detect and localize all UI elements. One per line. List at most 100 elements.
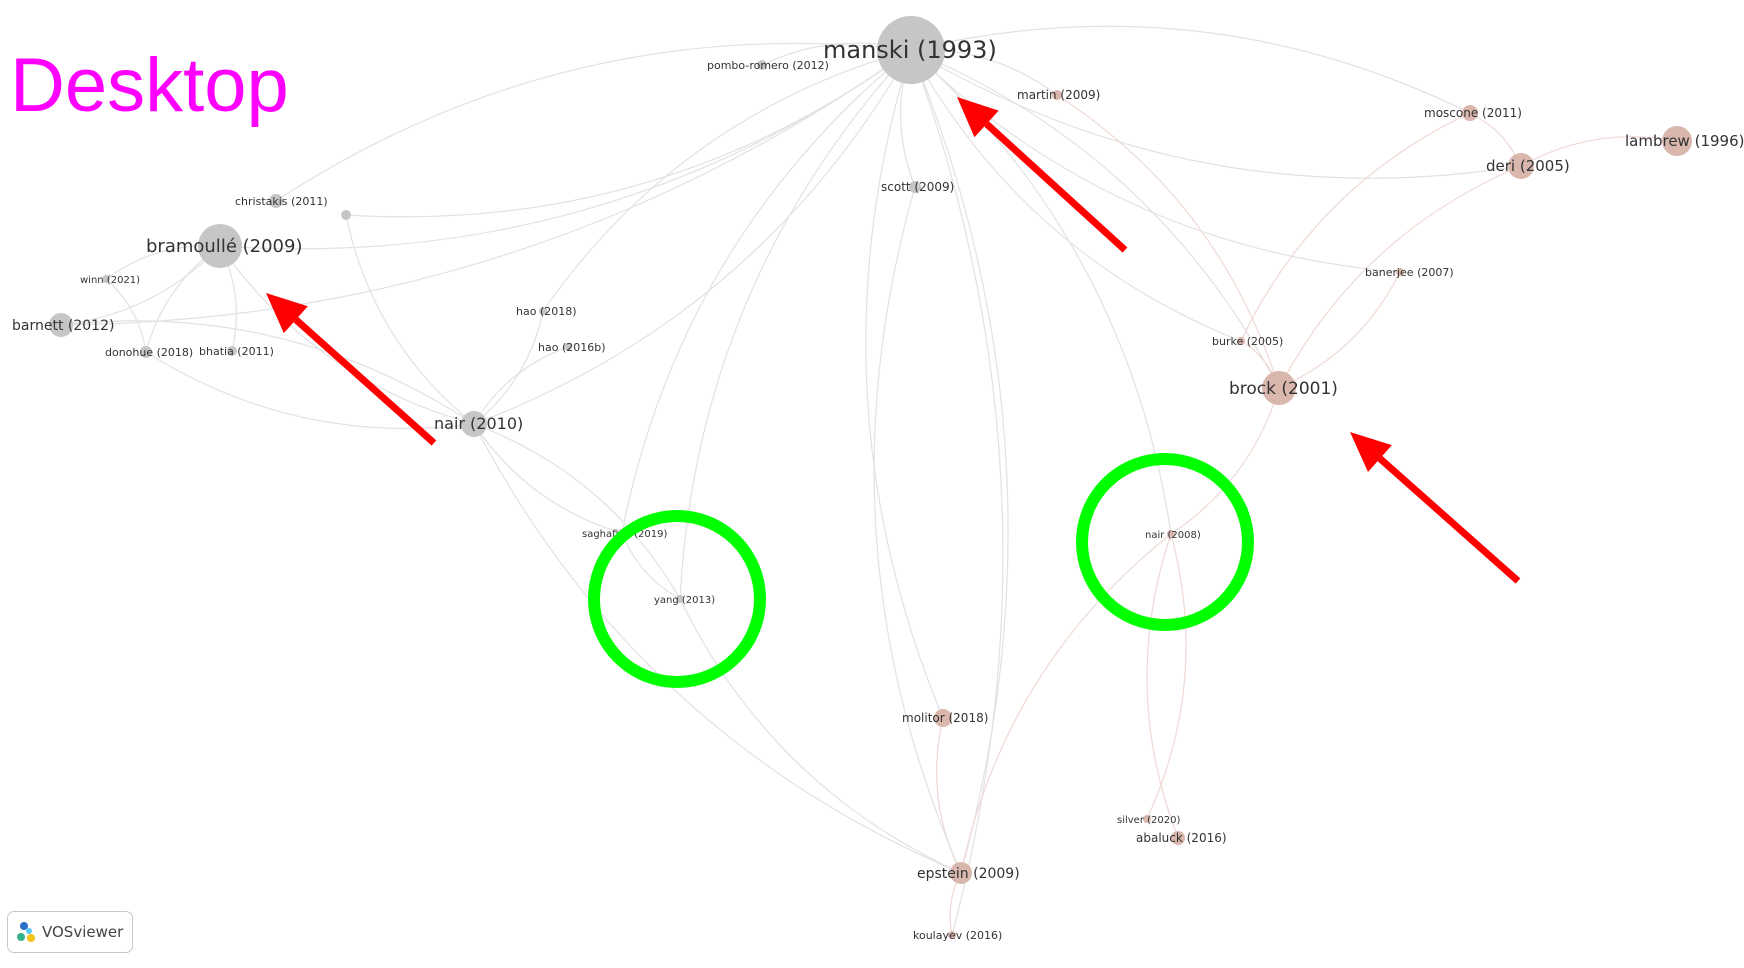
edge-yang-2013-saghafian-2019: [621, 532, 681, 600]
node-circle-deri-2005[interactable]: [1508, 153, 1534, 179]
arrow-to-brock-head: [1350, 432, 1392, 473]
edge-manski-1993-deri-2005: [910, 49, 1522, 179]
node-circle-silver-2020[interactable]: [1143, 815, 1151, 823]
node-manski-1993[interactable]: manski (1993): [823, 16, 997, 84]
node-barnett-2012[interactable]: barnett (2012): [12, 313, 114, 337]
node-hao-2018[interactable]: hao (2018): [516, 305, 577, 318]
node-circle-burke-2005[interactable]: [1237, 337, 1245, 345]
node-circle-hao-2016b[interactable]: [564, 343, 572, 351]
node-circle-nair-2010[interactable]: [461, 411, 487, 437]
node-burke-2005[interactable]: burke (2005): [1212, 335, 1283, 348]
node-label-abaluck-2016: abaluck (2016): [1136, 831, 1227, 845]
node-label-nair-2010: nair (2010): [434, 414, 523, 433]
edge-nair-2010-saghafian-2019: [473, 423, 623, 534]
node-winn-2021[interactable]: winn (2021): [80, 275, 140, 286]
node-martin-2009[interactable]: martin (2009): [1017, 88, 1100, 102]
node-circle-moscone-2011[interactable]: [1462, 105, 1478, 121]
edge-manski-1993-moscone-2011: [910, 25, 1471, 114]
node-circle-hao-2018[interactable]: [539, 307, 547, 315]
node-label-bramoulle-2009: bramoullé (2009): [146, 236, 302, 257]
vosviewer-label: VOSviewer: [42, 923, 124, 941]
node-label-banerjee-2007: banerjee (2007): [1365, 266, 1454, 279]
edge-nair-2008-epstein-2009: [960, 533, 1172, 874]
node-label-hao-2018: hao (2018): [516, 305, 577, 318]
node-circle-bramoulle-2009[interactable]: [198, 224, 242, 268]
edge-brock-2001-nair-2008: [1170, 387, 1280, 535]
node-circle-abaluck-2016[interactable]: [1171, 831, 1185, 845]
node-hao-2016b[interactable]: hao (2016b): [538, 341, 606, 354]
node-banerjee-2007[interactable]: banerjee (2007): [1365, 266, 1454, 279]
node-yang-2013[interactable]: yang (2013): [654, 595, 715, 606]
node-molitor-2018[interactable]: molitor (2018): [902, 709, 988, 727]
node-label-epstein-2009: epstein (2009): [917, 866, 1020, 882]
node-nair-2010[interactable]: nair (2010): [434, 411, 523, 437]
node-circle-nair-2008[interactable]: [1167, 530, 1175, 538]
node-circle-pombo-romero-2012[interactable]: [757, 60, 767, 70]
node-label-deri-2005: deri (2005): [1486, 157, 1570, 175]
edge-manski-1993-burke-2005: [910, 49, 1242, 342]
nodes-layer: manski (1993)pombo-romero (2012) martin (…: [12, 16, 1744, 942]
node-epstein-2009[interactable]: epstein (2009): [917, 862, 1020, 884]
node-circle-martin-2009[interactable]: [1052, 90, 1062, 100]
node-circle-brock-2001[interactable]: [1262, 371, 1296, 405]
edge-manski-1993-epstein-2009: [910, 49, 1009, 874]
node-donohue-2018[interactable]: donohue (2018): [105, 346, 193, 359]
node-circle-yang-2013[interactable]: [676, 595, 684, 603]
node-bramoulle-2009[interactable]: bramoullé (2009): [146, 224, 302, 268]
node-circle-winn-2021[interactable]: [102, 275, 110, 283]
vosviewer-logo-icon: [17, 922, 35, 942]
edge-nair-2008-abaluck-2016: [1146, 533, 1179, 839]
overlay-title: Desktop: [10, 43, 289, 128]
edge-epstein-2009-scott-2009: [873, 186, 962, 874]
edge-manski-1993-brock-2001: [910, 49, 1280, 389]
node-circle-molitor-2018[interactable]: [934, 709, 952, 727]
node-pombo-romero-2012[interactable]: pombo-romero (2012): [707, 59, 829, 72]
annotations-layer: [266, 97, 1521, 688]
node-lambrew-1996[interactable]: lambrew (1996): [1625, 126, 1744, 156]
node-circle-unlabeled-node[interactable]: [341, 210, 351, 220]
node-circle-banerjee-2007[interactable]: [1396, 268, 1404, 276]
edge-nair-2008-silver-2020: [1146, 533, 1187, 820]
edge-winn-2021-donohue-2018: [105, 278, 147, 353]
node-circle-donohue-2018[interactable]: [140, 346, 152, 358]
node-silver-2020[interactable]: silver (2020): [1117, 815, 1180, 826]
node-label-barnett-2012: barnett (2012): [12, 318, 114, 334]
node-scott-2009[interactable]: scott (2009): [881, 180, 954, 194]
edge-bramoulle-2009-nair-2010: [219, 245, 475, 425]
vosviewer-button[interactable]: VOSviewer: [7, 911, 133, 953]
edge-manski-1993-koulayev-2016: [910, 49, 1004, 936]
node-label-yang-2013: yang (2013): [654, 595, 715, 606]
node-bhatia-2011[interactable]: bhatia (2011): [199, 345, 274, 358]
edge-nair-2010-yang-2013: [473, 423, 681, 600]
edge-manski-1993-barnett-2012: [60, 49, 912, 326]
node-circle-bhatia-2011[interactable]: [227, 346, 237, 356]
edge-manski-1993-nair-2010: [473, 49, 912, 425]
node-brock-2001[interactable]: brock (2001): [1229, 371, 1338, 405]
arrow-to-bramoulle-shaft: [293, 317, 437, 446]
arrow-to-manski-head: [957, 97, 999, 138]
arrow-to-brock: [1350, 432, 1521, 584]
node-circle-epstein-2009[interactable]: [950, 862, 972, 884]
node-label-christakis-2011: christakis (2011): [235, 195, 328, 208]
node-moscone-2011[interactable]: moscone (2011): [1424, 105, 1522, 121]
node-abaluck-2016[interactable]: abaluck (2016): [1136, 831, 1227, 845]
node-circle-barnett-2012[interactable]: [49, 313, 73, 337]
node-unlabeled-node[interactable]: [341, 210, 351, 220]
node-nair-2008[interactable]: nair (2008): [1145, 530, 1201, 541]
node-circle-koulayev-2016[interactable]: [948, 931, 956, 939]
node-deri-2005[interactable]: deri (2005): [1486, 153, 1570, 179]
node-christakis-2011[interactable]: christakis (2011): [235, 194, 328, 208]
edge-martin-2009-brock-2001: [1056, 94, 1280, 389]
edge-epstein-2009-molitor-2018: [936, 717, 962, 874]
node-circle-manski-1993[interactable]: [877, 16, 945, 84]
node-koulayev-2016[interactable]: koulayev (2016): [913, 929, 1002, 942]
node-circle-scott-2009[interactable]: [909, 181, 921, 193]
node-label-bhatia-2011: bhatia (2011): [199, 345, 274, 358]
node-label-hao-2016b: hao (2016b): [538, 341, 606, 354]
node-circle-lambrew-1996[interactable]: [1662, 126, 1692, 156]
circle-nair-2008: [1076, 453, 1254, 631]
edge-nair-2010-hao-2016b: [473, 346, 569, 425]
node-label-martin-2009: martin (2009): [1017, 88, 1100, 102]
node-circle-christakis-2011[interactable]: [269, 194, 283, 208]
